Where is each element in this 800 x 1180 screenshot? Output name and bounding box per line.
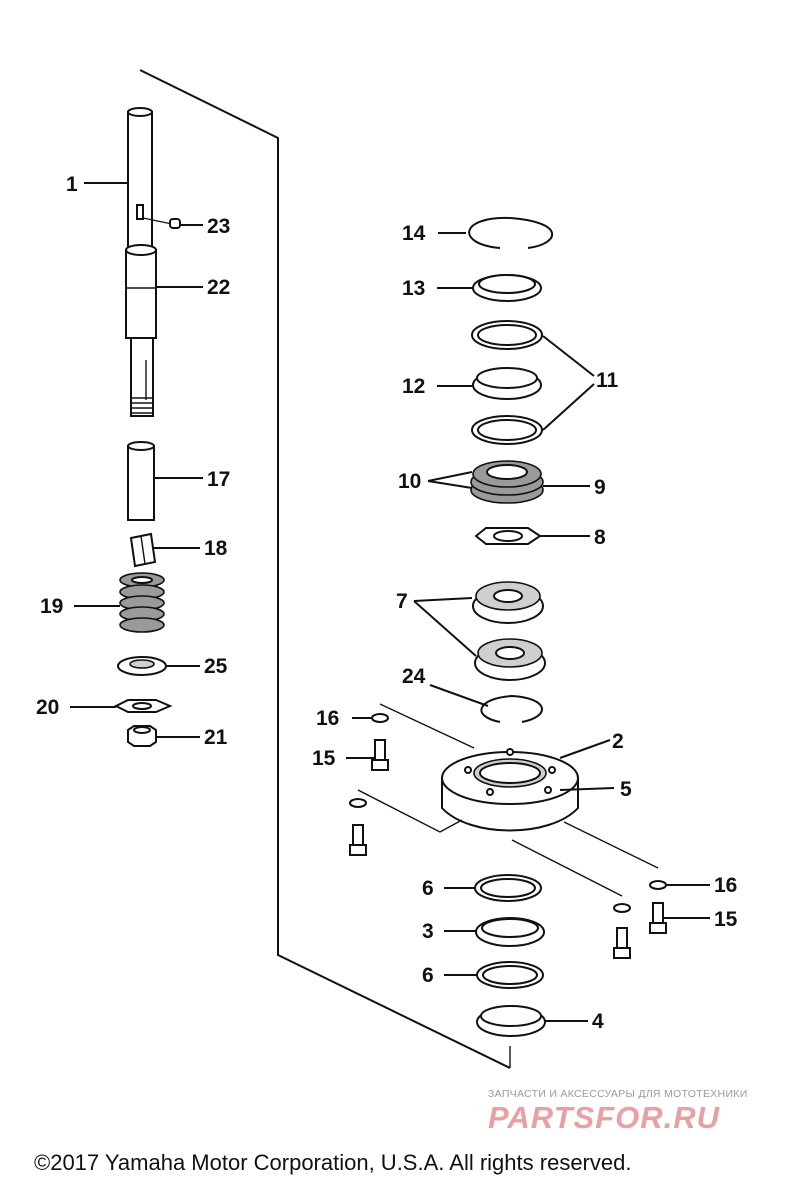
watermark-brand: PARTSFOR.RU	[488, 1100, 721, 1135]
bolt-alignment-line-mid	[357, 789, 463, 833]
bolt-alignment-line-lower	[511, 839, 623, 897]
callout-10: 10	[398, 470, 421, 493]
callout-6-upper: 6	[422, 877, 434, 900]
copyright-footer: ©2017 Yamaha Motor Corporation, U.S.A. A…	[34, 1150, 631, 1175]
part-21-nut	[127, 725, 157, 747]
part-1-steering-shaft	[125, 107, 157, 417]
part-8-tab-washer	[474, 527, 542, 545]
callout-19: 19	[40, 595, 63, 618]
part-16-washer-lower	[613, 903, 631, 913]
bolt-alignment-line-right	[563, 821, 659, 869]
part-11-seal-upper	[471, 320, 543, 350]
callout-7: 7	[396, 590, 408, 613]
part-13-ring	[472, 274, 542, 302]
part-3-bushing	[475, 917, 545, 947]
part-19-spring	[119, 572, 165, 633]
part-6-seal-upper	[474, 874, 542, 902]
part-18-collar	[129, 532, 157, 568]
callout-1: 1	[66, 173, 78, 196]
callout-9: 9	[594, 476, 606, 499]
bolt-alignment-line-upper	[379, 703, 475, 749]
part-4-ring	[476, 1005, 546, 1037]
part-14-circlip	[468, 216, 554, 249]
callout-25: 25	[204, 655, 228, 678]
callout-11: 11	[596, 369, 619, 392]
part-11-seal-lower	[471, 415, 543, 445]
callout-12: 12	[402, 375, 425, 398]
callout-3: 3	[422, 920, 434, 943]
callout-16-lower: 16	[714, 874, 737, 897]
part-6-seal-lower	[476, 961, 544, 989]
callout-15-lower: 15	[714, 908, 738, 931]
callout-18: 18	[204, 537, 228, 560]
part-16-washer-mid-left	[349, 798, 367, 808]
callout-24: 24	[402, 665, 426, 688]
callout-4: 4	[592, 1010, 604, 1033]
part-2-housing	[441, 748, 579, 832]
part-15-bolt-upper	[371, 739, 389, 771]
callout-22: 22	[207, 276, 230, 299]
part-20-lock-washer	[113, 699, 173, 713]
callout-8: 8	[594, 526, 606, 549]
callout-20: 20	[36, 696, 59, 719]
part-15-bolt-right	[649, 902, 667, 934]
watermark-tagline: ЗАПЧАСТИ И АКСЕССУАРЫ ДЛЯ МОТОТЕХНИКИ	[488, 1088, 748, 1100]
callout-21: 21	[204, 726, 228, 749]
part-15-bolt-mid-left	[349, 824, 367, 856]
callout-5: 5	[620, 778, 632, 801]
callout-23: 23	[207, 215, 230, 238]
part-16-washer-upper	[371, 713, 389, 723]
callout-13: 13	[402, 277, 425, 300]
part-25-washer	[117, 656, 167, 676]
part-24-circlip	[480, 694, 543, 723]
part-15-bolt-lower	[613, 927, 631, 959]
part-7-bearing-upper	[472, 581, 544, 624]
callout-6-lower: 6	[422, 964, 434, 987]
leader-lines	[70, 182, 710, 1022]
callout-17: 17	[207, 468, 230, 491]
callout-15-upper: 15	[312, 747, 336, 770]
assembly-frame-line	[139, 69, 511, 1069]
part-9-seal-holder	[470, 460, 544, 504]
callout-14: 14	[402, 222, 426, 245]
part-17-sleeve	[127, 441, 155, 521]
part-7-bearing-lower	[474, 638, 546, 681]
callout-2: 2	[612, 730, 624, 753]
callout-16-upper: 16	[316, 707, 339, 730]
part-12-bushing	[472, 367, 542, 400]
part-16-washer-right	[649, 880, 667, 890]
part-23-pin	[142, 217, 181, 229]
